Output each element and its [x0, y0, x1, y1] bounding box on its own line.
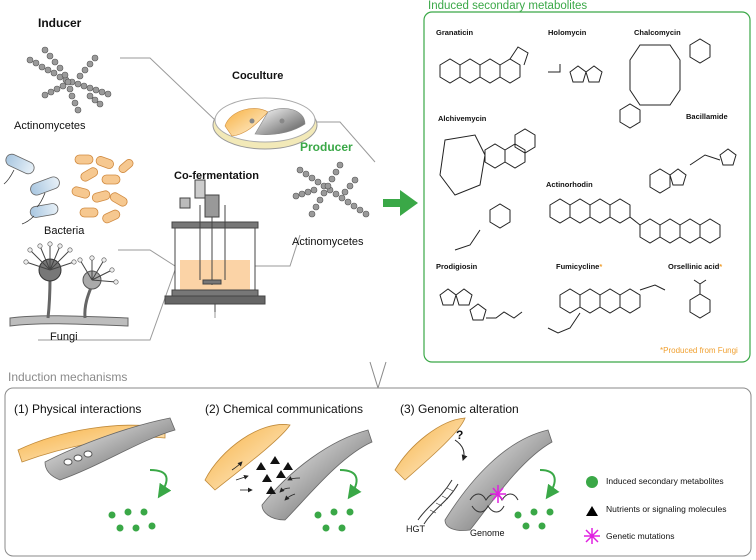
producer-to-metabolites-arrow — [383, 190, 418, 216]
genomic-alteration-illustration — [394, 417, 560, 531]
cofermentation-label: Co-fermentation — [174, 170, 259, 182]
inducer-bacteria-label: Bacteria — [44, 225, 85, 237]
mechanisms-title: Induction mechanisms — [8, 370, 128, 384]
metabolites-box — [423, 11, 751, 363]
chemical-communications-illustration — [204, 424, 373, 532]
compound-fumicycline-name: Fumicycline — [556, 262, 600, 271]
fungi-image — [9, 241, 129, 327]
hgt-label: HGT — [406, 524, 425, 534]
legend-genetic-mutations: Genetic mutations — [606, 531, 675, 541]
bacteria-image — [3, 153, 134, 225]
producer-organism-label: Actinomycetes — [292, 236, 364, 248]
producer-actinomycetes-image — [292, 161, 370, 218]
compound-bacillamide: Bacillamide — [686, 112, 728, 121]
molecular-structures — [439, 38, 737, 334]
granaticin-structure — [439, 46, 529, 84]
legend-black-triangle-icon — [586, 506, 598, 516]
producer-title: Producer — [300, 140, 353, 154]
mechanisms-pointer — [369, 361, 387, 389]
actinorhodin-structure — [549, 198, 721, 244]
question-mark: ? — [456, 428, 464, 442]
petri-dish-image — [212, 97, 318, 150]
fungal-mark: * — [719, 262, 723, 271]
holomycin-structure — [548, 64, 603, 83]
compound-orsellinic-acid-name: Orsellinic acid — [668, 262, 720, 271]
inducer-actinomycetes-label: Actinomycetes — [14, 120, 86, 132]
fungi-footnote: *Produced from Fungi — [660, 346, 738, 355]
connector-lines — [38, 57, 376, 341]
compound-alchivemycin: Alchivemycin — [438, 114, 487, 123]
inducer-actinomycetes-image — [26, 46, 112, 114]
inducer-fungi-label: Fungi — [50, 331, 78, 343]
fungal-mark: * — [599, 262, 603, 271]
bacillamide-structure — [649, 148, 737, 194]
compound-chalcomycin: Chalcomycin — [634, 28, 681, 37]
inducer-title: Inducer — [38, 16, 82, 30]
legend-nutrients-signaling: Nutrients or signaling molecules — [606, 504, 727, 514]
legend-magenta-asterisk-icon — [584, 528, 600, 544]
panel-chemical-communications: (2) Chemical communications — [205, 402, 364, 416]
compound-fumicycline: Fumicycline* — [556, 262, 602, 271]
coculture-label: Coculture — [232, 70, 284, 82]
legend-induced-metabolites: Induced secondary metabolites — [606, 476, 724, 486]
compound-granaticin: Granaticin — [436, 28, 474, 37]
compound-prodigiosin: Prodigiosin — [436, 262, 478, 271]
panel-physical-interactions: (1) Physical interactions — [14, 402, 142, 416]
compound-actinorhodin: Actinorhodin — [546, 180, 593, 189]
metabolites-title: Induced secondary metabolites — [428, 0, 588, 12]
alchivemycin-structure — [439, 128, 536, 251]
genome-label: Genome — [470, 528, 505, 538]
chalcomycin-structure — [619, 38, 711, 129]
compound-holomycin: Holomycin — [548, 28, 587, 37]
panel-genomic-alteration: (3) Genomic alteration — [400, 402, 519, 416]
physical-interactions-illustration — [17, 417, 176, 532]
legend-green-dot-icon — [586, 476, 598, 488]
prodigiosin-structure — [439, 288, 523, 321]
fumicycline-structure — [547, 284, 666, 334]
fermenter-image — [164, 179, 266, 312]
orsellinic-acid-structure — [689, 279, 711, 319]
compound-orsellinic-acid: Orsellinic acid* — [668, 262, 722, 271]
